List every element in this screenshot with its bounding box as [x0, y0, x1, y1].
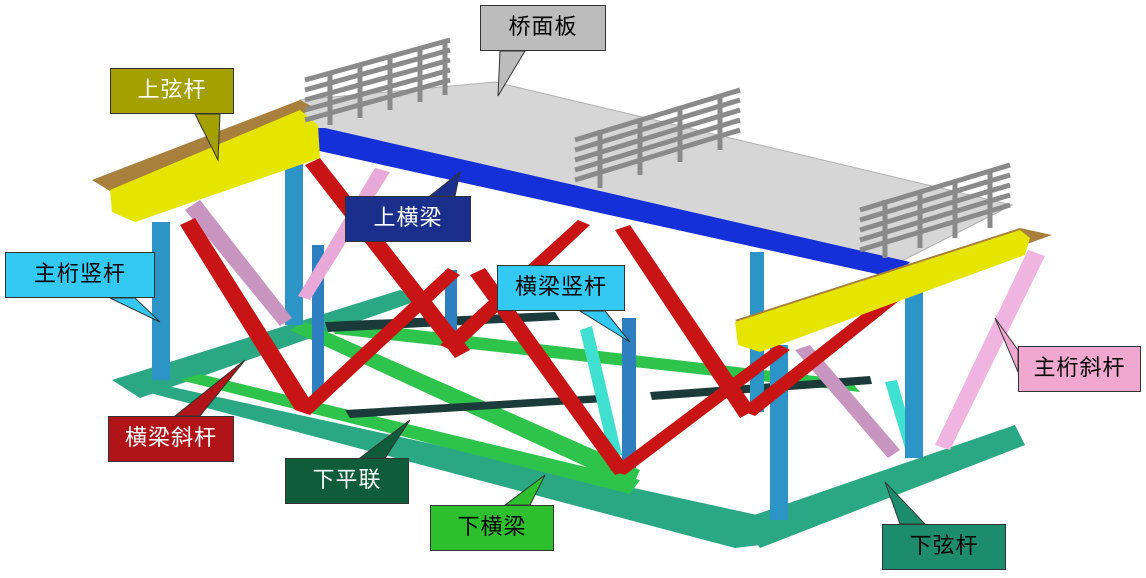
left-top-chord-plate [92, 100, 315, 196]
pointer-top-chord [194, 113, 221, 162]
crossbeam-vertical-3 [622, 318, 636, 468]
main-vertical-1 [152, 222, 170, 380]
crossbeam-diagonal-teal-1 [580, 326, 622, 458]
main-diagonal-1 [185, 200, 292, 326]
main-diagonal-4 [935, 250, 1045, 450]
railing-left [304, 37, 451, 125]
crossbeam-diagonal-1 [180, 218, 310, 410]
front-bottom-chord [120, 380, 780, 548]
bottom-lateral-2 [345, 395, 605, 418]
pointer-crossbeam-vertical [578, 310, 631, 343]
main-vertical-3 [770, 345, 788, 520]
label-main-diagonal: 主桁斜杆 [1018, 346, 1141, 392]
label-bottom-beam: 下横梁 [430, 505, 554, 551]
label-main-vertical: 主桁竖杆 [5, 252, 155, 298]
right-bottom-chord [740, 425, 1025, 548]
pointer-deck [497, 50, 526, 97]
railing-right [859, 162, 1011, 258]
main-diagonal-3 [795, 345, 900, 458]
label-crossbeam-diagonal: 横梁斜杆 [108, 416, 234, 462]
crossbeam-diagonal-8 [740, 294, 900, 416]
label-top-beam: 上横梁 [345, 196, 471, 242]
railing-middle [574, 87, 741, 188]
main-vertical-2 [285, 160, 303, 325]
label-bottom-lateral: 下平联 [285, 458, 409, 504]
main-vertical-4 [905, 290, 923, 458]
top-transverse-beam [305, 128, 910, 278]
right-top-chord [735, 230, 1030, 352]
label-crossbeam-vertical: 横梁竖杆 [497, 265, 625, 311]
crossbeam-diagonal-4 [295, 268, 460, 415]
crossbeam-diagonal-5 [470, 268, 630, 475]
left-top-chord [110, 110, 320, 222]
crossbeam-diagonal-7 [610, 344, 790, 475]
crossbeam-diagonal-6 [615, 225, 755, 418]
label-deck: 桥面板 [480, 5, 606, 51]
label-top-chord: 上弦杆 [110, 68, 234, 114]
pointer-main-vertical [109, 297, 161, 323]
label-bottom-chord: 下弦杆 [882, 524, 1006, 570]
